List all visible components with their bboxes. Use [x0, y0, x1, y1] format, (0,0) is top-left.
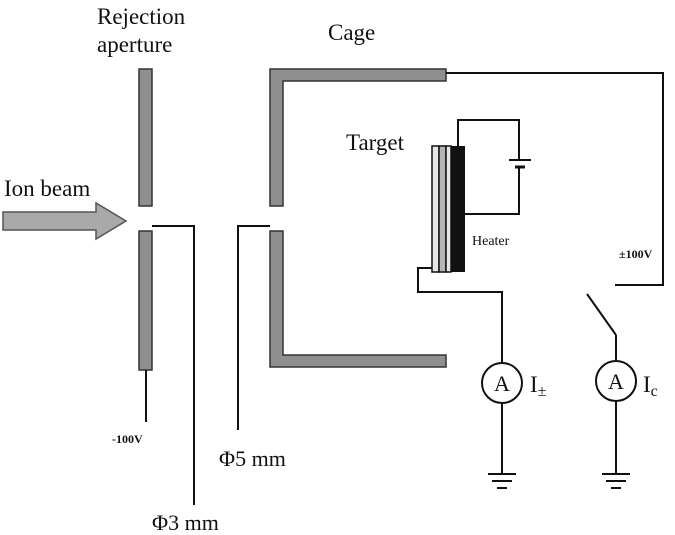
target-ground-icon — [488, 473, 516, 489]
rejection-voltage-label: -100V — [112, 432, 143, 446]
phi3-label: Φ3 mm — [152, 510, 219, 535]
phi3-aperture-wire — [152, 225, 195, 505]
rejection-aperture-label-line1: Rejection — [97, 4, 186, 29]
cage-wire — [446, 72, 664, 286]
heater-return-wire — [465, 167, 520, 215]
target-ammeter-symbol: A — [494, 371, 510, 396]
cage-upper-wall — [269, 68, 447, 207]
cage-ammeter-symbol: A — [608, 369, 624, 394]
cage-lower-wall — [269, 230, 447, 368]
rejection-aperture-label-line2: aperture — [97, 32, 172, 57]
switch-blade — [586, 293, 617, 336]
heater-label: Heater — [472, 234, 510, 249]
cage-current-label: Ic — [643, 372, 658, 400]
heater-circuit-wire — [457, 119, 520, 160]
heater-block — [451, 146, 465, 272]
target-current-subscript: ± — [538, 383, 547, 400]
target-current-wire — [417, 267, 503, 363]
target-layer-inner — [445, 145, 452, 273]
phi5-label: Φ5 mm — [219, 446, 286, 471]
cage-label: Cage — [328, 20, 375, 45]
target-current-label: I± — [530, 372, 547, 400]
target-layer-middle — [438, 145, 447, 273]
rejection-aperture-upper-plate — [138, 68, 153, 207]
rejection-aperture-lower-plate — [138, 230, 153, 371]
target-label: Target — [346, 130, 405, 155]
switch-voltage-label: ±100V — [619, 247, 653, 261]
cage-current-base: I — [643, 372, 651, 397]
phi5-aperture-wire — [237, 225, 270, 430]
ion-beam-arrow — [2, 201, 128, 241]
target-layer-outer — [431, 145, 440, 273]
cage-current-subscript: c — [651, 383, 658, 400]
ion-beam-label: Ion beam — [4, 176, 90, 201]
target-current-base: I — [530, 372, 538, 397]
cage-ground-icon — [602, 473, 630, 489]
